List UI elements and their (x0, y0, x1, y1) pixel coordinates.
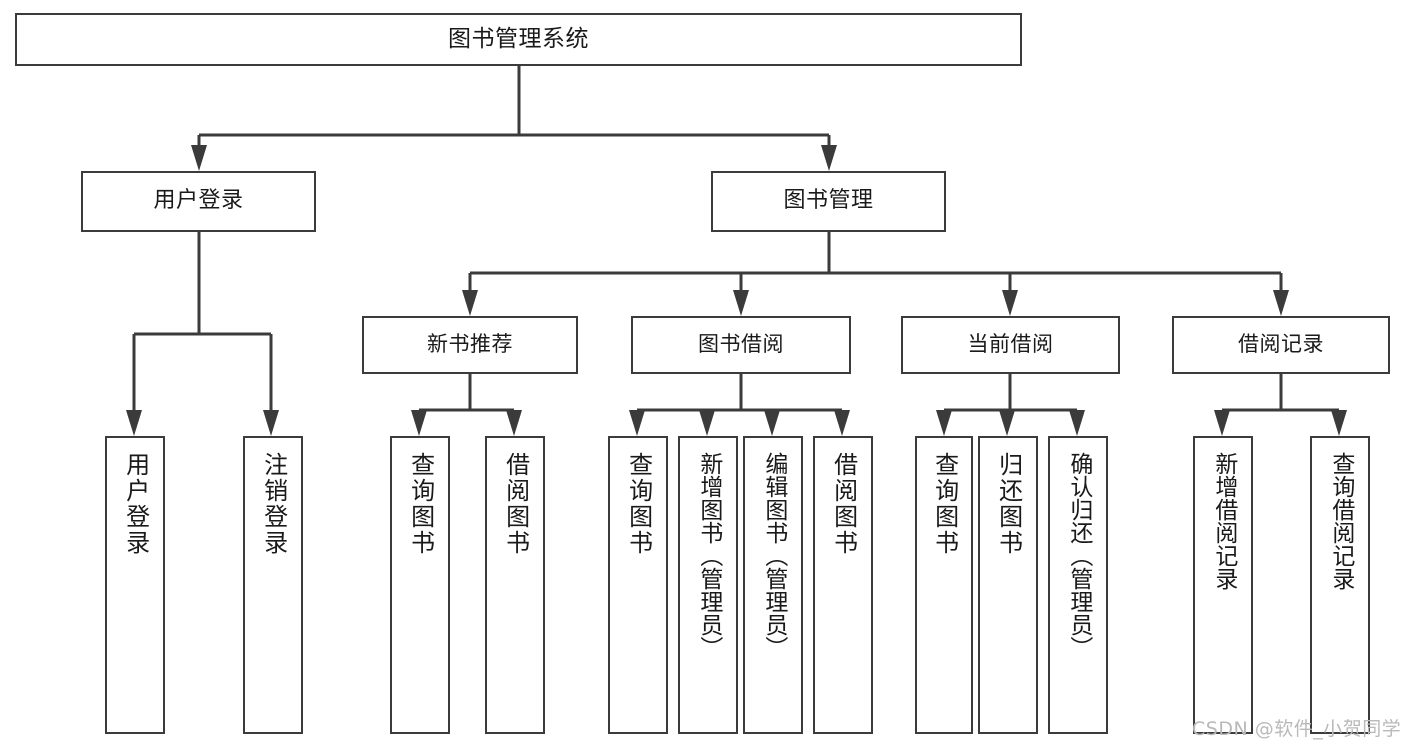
node-leaf-confirm-return[interactable]: 确认归还（管理员） (1048, 436, 1108, 734)
node-book-manage[interactable]: 图书管理 (711, 171, 946, 232)
node-book-borrow[interactable]: 图书借阅 (631, 316, 851, 374)
node-book-management-system[interactable]: 图书管理系统 (15, 13, 1022, 66)
node-label: 新增借阅记录 (1210, 452, 1237, 590)
node-leaf-query-borrow-record[interactable]: 查询借阅记录 (1310, 436, 1370, 734)
node-label: 图书管理 (783, 188, 874, 214)
node-label: 借阅记录 (1238, 332, 1324, 357)
node-label: 借阅图书 (501, 452, 530, 556)
node-label: 编辑图书（管理员） (760, 452, 787, 659)
node-label: 用户登录 (121, 452, 150, 556)
node-leaf-borrow-book-1[interactable]: 借阅图书 (485, 436, 545, 734)
node-leaf-query-book-3[interactable]: 查询图书 (915, 436, 973, 734)
node-leaf-borrow-book-2[interactable]: 借阅图书 (813, 436, 873, 734)
node-current-borrow[interactable]: 当前借阅 (901, 316, 1120, 374)
node-leaf-query-book-1[interactable]: 查询图书 (390, 436, 450, 734)
node-leaf-user-login[interactable]: 用户登录 (105, 436, 165, 734)
node-label: 查询图书 (930, 452, 959, 556)
node-label: 新书推荐 (427, 332, 513, 357)
node-leaf-user-logout[interactable]: 注销登录 (243, 436, 303, 734)
node-label: 归还图书 (994, 452, 1023, 556)
node-leaf-edit-book-admin[interactable]: 编辑图书（管理员） (743, 436, 803, 734)
node-label: 借阅图书 (829, 452, 858, 556)
node-user-login[interactable]: 用户登录 (81, 171, 316, 232)
node-label: 注销登录 (259, 452, 288, 556)
node-label: 查询借阅记录 (1327, 452, 1354, 590)
node-label: 当前借阅 (967, 332, 1054, 357)
node-label: 查询图书 (406, 452, 435, 556)
node-label: 新增图书（管理员） (695, 452, 722, 659)
node-leaf-add-borrow-record[interactable]: 新增借阅记录 (1193, 436, 1253, 734)
node-label: 查询图书 (624, 452, 653, 556)
csdn-watermark: CSDN @软件_小贺同学 (1192, 718, 1402, 740)
node-leaf-query-book-2[interactable]: 查询图书 (608, 436, 668, 734)
node-leaf-return-book[interactable]: 归还图书 (978, 436, 1038, 734)
node-label: 图书借阅 (698, 332, 784, 357)
node-borrow-record[interactable]: 借阅记录 (1172, 316, 1390, 374)
node-label: 确认归还（管理员） (1065, 452, 1092, 659)
node-label: 图书管理系统 (448, 25, 589, 52)
node-leaf-add-book-admin[interactable]: 新增图书（管理员） (678, 436, 738, 734)
node-label: 用户登录 (153, 188, 244, 214)
node-new-book-recommend[interactable]: 新书推荐 (362, 316, 578, 374)
